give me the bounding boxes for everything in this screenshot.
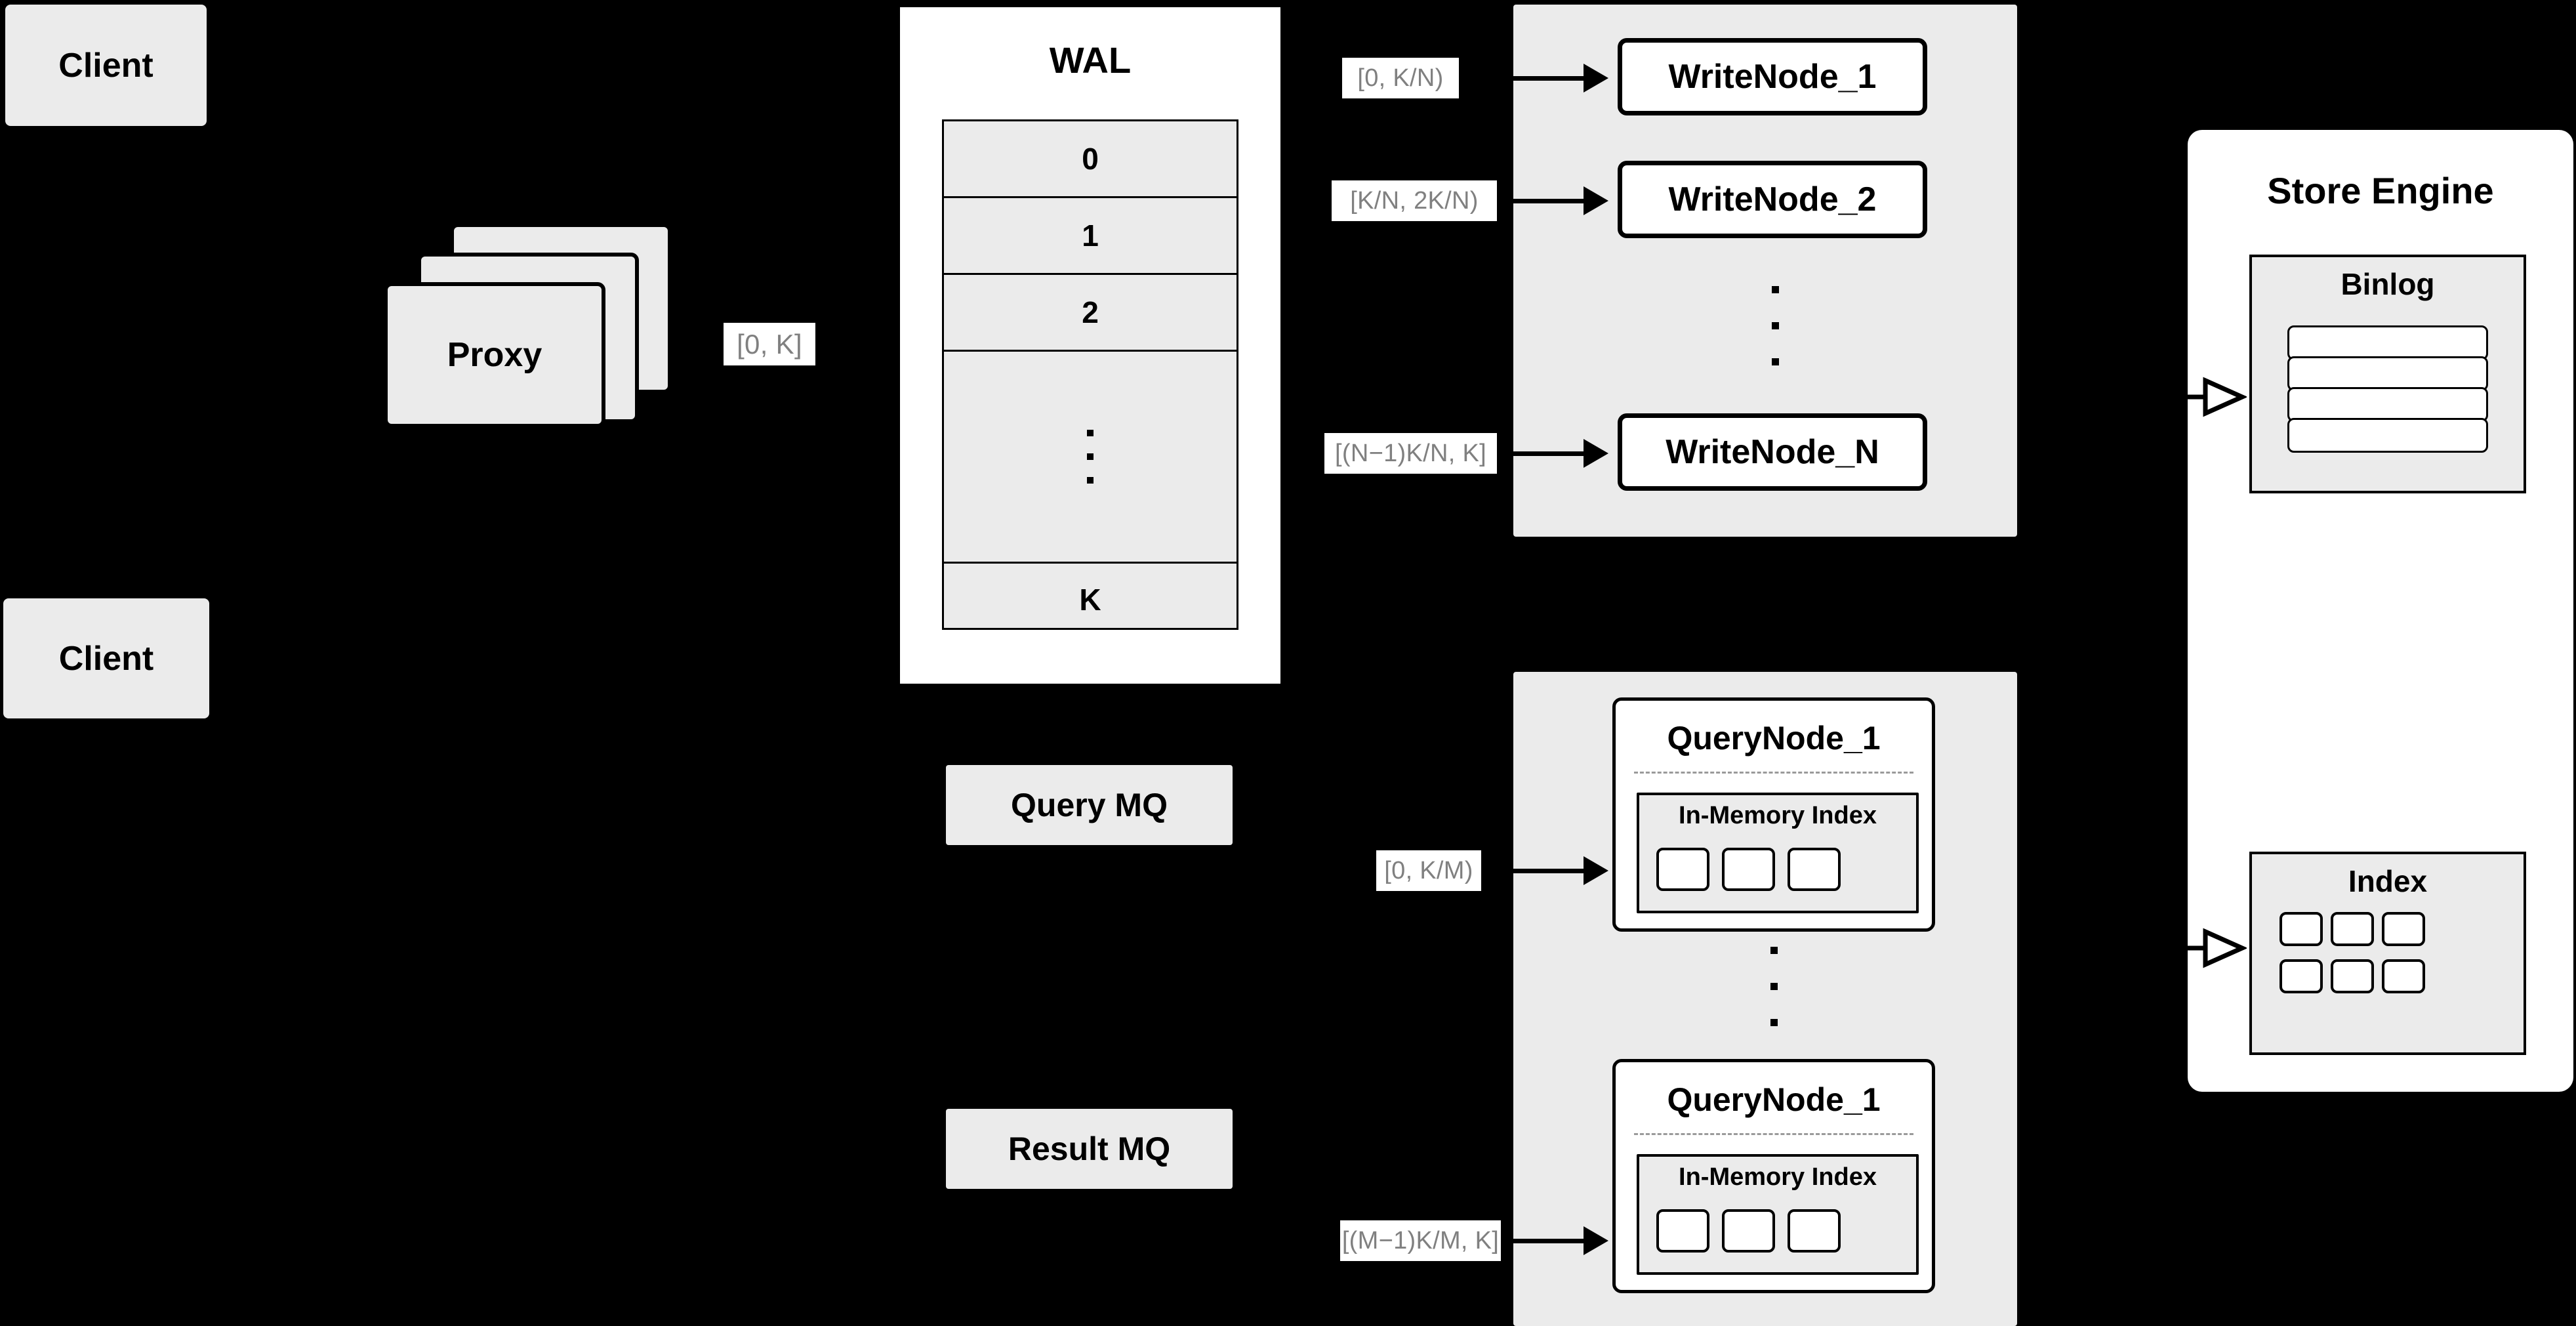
index-title: Index (2348, 864, 2428, 898)
ellipsis-dot-icon (1772, 286, 1779, 293)
query-node-1-divider (1634, 772, 1913, 774)
query-node-2-label: QueryNode_1 (1667, 1081, 1881, 1118)
arrow-head-to-write-node-n (1584, 439, 1608, 468)
wal-row: 1 (944, 198, 1237, 275)
index-chip (2331, 912, 2374, 946)
index-chip (2382, 959, 2425, 993)
in-memory-index-panel-2: In-Memory Index (1637, 1154, 1919, 1275)
index-chip (2280, 959, 2323, 993)
open-arrow-icon (2184, 928, 2247, 968)
proxy-node-label: Proxy (447, 336, 542, 374)
ellipsis-dot-icon (1770, 983, 1778, 990)
write-node-2[interactable]: WriteNode_2 (1618, 161, 1927, 238)
query-mq-node[interactable]: Query MQ (946, 765, 1233, 845)
write-node-2-label: WriteNode_2 (1668, 180, 1877, 218)
ellipsis-dot-icon (1772, 322, 1779, 329)
in-memory-index-chip (1656, 848, 1709, 891)
edge-label-write-node-1-range: [0, K/N) (1342, 58, 1459, 98)
edge-label-proxy-to-wal-text: [0, K] (737, 328, 802, 360)
ellipsis-dot-icon (1087, 453, 1094, 460)
edge-label-write-node-n-range: [(N−1)K/N, K] (1324, 433, 1497, 474)
wal-title: WAL (1049, 39, 1132, 81)
arrow-head-to-query-node-1 (1584, 856, 1608, 885)
wal-row-label: K (1079, 583, 1101, 617)
ellipsis-dot-icon (1770, 1019, 1778, 1026)
in-memory-index-chip (1788, 1209, 1841, 1253)
write-node-1[interactable]: WriteNode_1 (1618, 38, 1927, 115)
binlog-entry-bar (2287, 325, 2488, 360)
index-chip (2382, 912, 2425, 946)
write-node-n-label: WriteNode_N (1666, 433, 1879, 471)
store-engine-panel: Store Engine Binlog Index (2188, 130, 2573, 1092)
wal-row: 0 (944, 121, 1237, 198)
query-node-2-divider (1634, 1133, 1913, 1135)
result-mq-node[interactable]: Result MQ (946, 1109, 1233, 1189)
wal-row-ellipsis (944, 352, 1237, 564)
edge-label-write-node-2-range: [K/N, 2K/N) (1332, 180, 1497, 221)
arrow-to-index (2184, 925, 2247, 971)
ellipsis-dot-icon (1772, 358, 1779, 365)
in-memory-index-chip (1788, 848, 1841, 891)
index-panel: Index (2249, 852, 2526, 1055)
ellipsis-dot-icon (1770, 947, 1778, 954)
arrow-head-to-write-node-1 (1584, 64, 1608, 93)
wal-entry-table: 0 1 2 K (942, 119, 1238, 630)
client-node-1[interactable]: Client (5, 5, 207, 126)
edge-label-query-node-1-text: [0, K/M) (1384, 856, 1473, 884)
write-node-1-label: WriteNode_1 (1668, 58, 1877, 96)
in-memory-index-panel-1: In-Memory Index (1637, 793, 1919, 913)
query-mq-label: Query MQ (1011, 787, 1168, 823)
wal-row: 2 (944, 275, 1237, 352)
wal-row: K (944, 564, 1237, 628)
result-mq-label: Result MQ (1008, 1130, 1171, 1167)
edge-label-write-node-2-text: [K/N, 2K/N) (1350, 186, 1479, 215)
ellipsis-dot-icon (1087, 430, 1094, 436)
binlog-panel: Binlog (2249, 255, 2526, 493)
edge-label-query-node-2-range: [(M−1)K/M, K] (1340, 1220, 1501, 1261)
wal-row-label: 1 (1082, 218, 1099, 253)
edge-label-write-node-1-text: [0, K/N) (1357, 64, 1444, 92)
binlog-entry-bar (2287, 356, 2488, 391)
wal-row-label: 0 (1082, 142, 1099, 176)
index-chip (2331, 959, 2374, 993)
arrow-line-to-write-node-2 (1497, 199, 1584, 203)
binlog-entry-bar (2287, 418, 2488, 453)
binlog-title: Binlog (2341, 267, 2435, 301)
query-node-1-label: QueryNode_1 (1667, 720, 1881, 756)
in-memory-index-chip (1722, 848, 1775, 891)
arrow-to-binlog (2184, 374, 2247, 420)
arrow-head-to-query-node-2 (1584, 1226, 1608, 1255)
in-memory-index-title-2: In-Memory Index (1679, 1163, 1877, 1191)
in-memory-index-chip (1656, 1209, 1709, 1253)
edge-label-write-node-n-text: [(N−1)K/N, K] (1335, 439, 1486, 467)
index-chip (2280, 912, 2323, 946)
arrow-head-to-write-node-2 (1584, 186, 1608, 215)
open-arrow-icon (2184, 377, 2247, 417)
edge-label-proxy-to-wal: [0, K] (724, 323, 815, 365)
query-node-1[interactable]: QueryNode_1 In-Memory Index (1612, 697, 1935, 932)
wal-row-label: 2 (1082, 295, 1099, 329)
client-node-2-label: Client (58, 639, 154, 678)
arrow-line-to-query-node-2 (1501, 1239, 1584, 1243)
query-node-2[interactable]: QueryNode_1 In-Memory Index (1612, 1059, 1935, 1293)
arrow-line-to-query-node-1 (1481, 869, 1584, 873)
binlog-entry-bar (2287, 387, 2488, 422)
edge-label-query-node-2-text: [(M−1)K/M, K] (1341, 1226, 1500, 1254)
client-node-2[interactable]: Client (3, 598, 209, 718)
edge-label-query-node-1-range: [0, K/M) (1376, 850, 1481, 891)
arrow-line-to-write-node-n (1497, 451, 1584, 456)
ellipsis-dot-icon (1087, 477, 1094, 484)
write-node-n[interactable]: WriteNode_N (1618, 413, 1927, 491)
in-memory-index-chip (1722, 1209, 1775, 1253)
client-node-1-label: Client (58, 46, 153, 85)
proxy-node[interactable]: Proxy (384, 282, 605, 428)
arrow-line-to-write-node-1 (1472, 76, 1584, 81)
in-memory-index-title-1: In-Memory Index (1679, 802, 1877, 829)
store-engine-title: Store Engine (2267, 170, 2494, 211)
